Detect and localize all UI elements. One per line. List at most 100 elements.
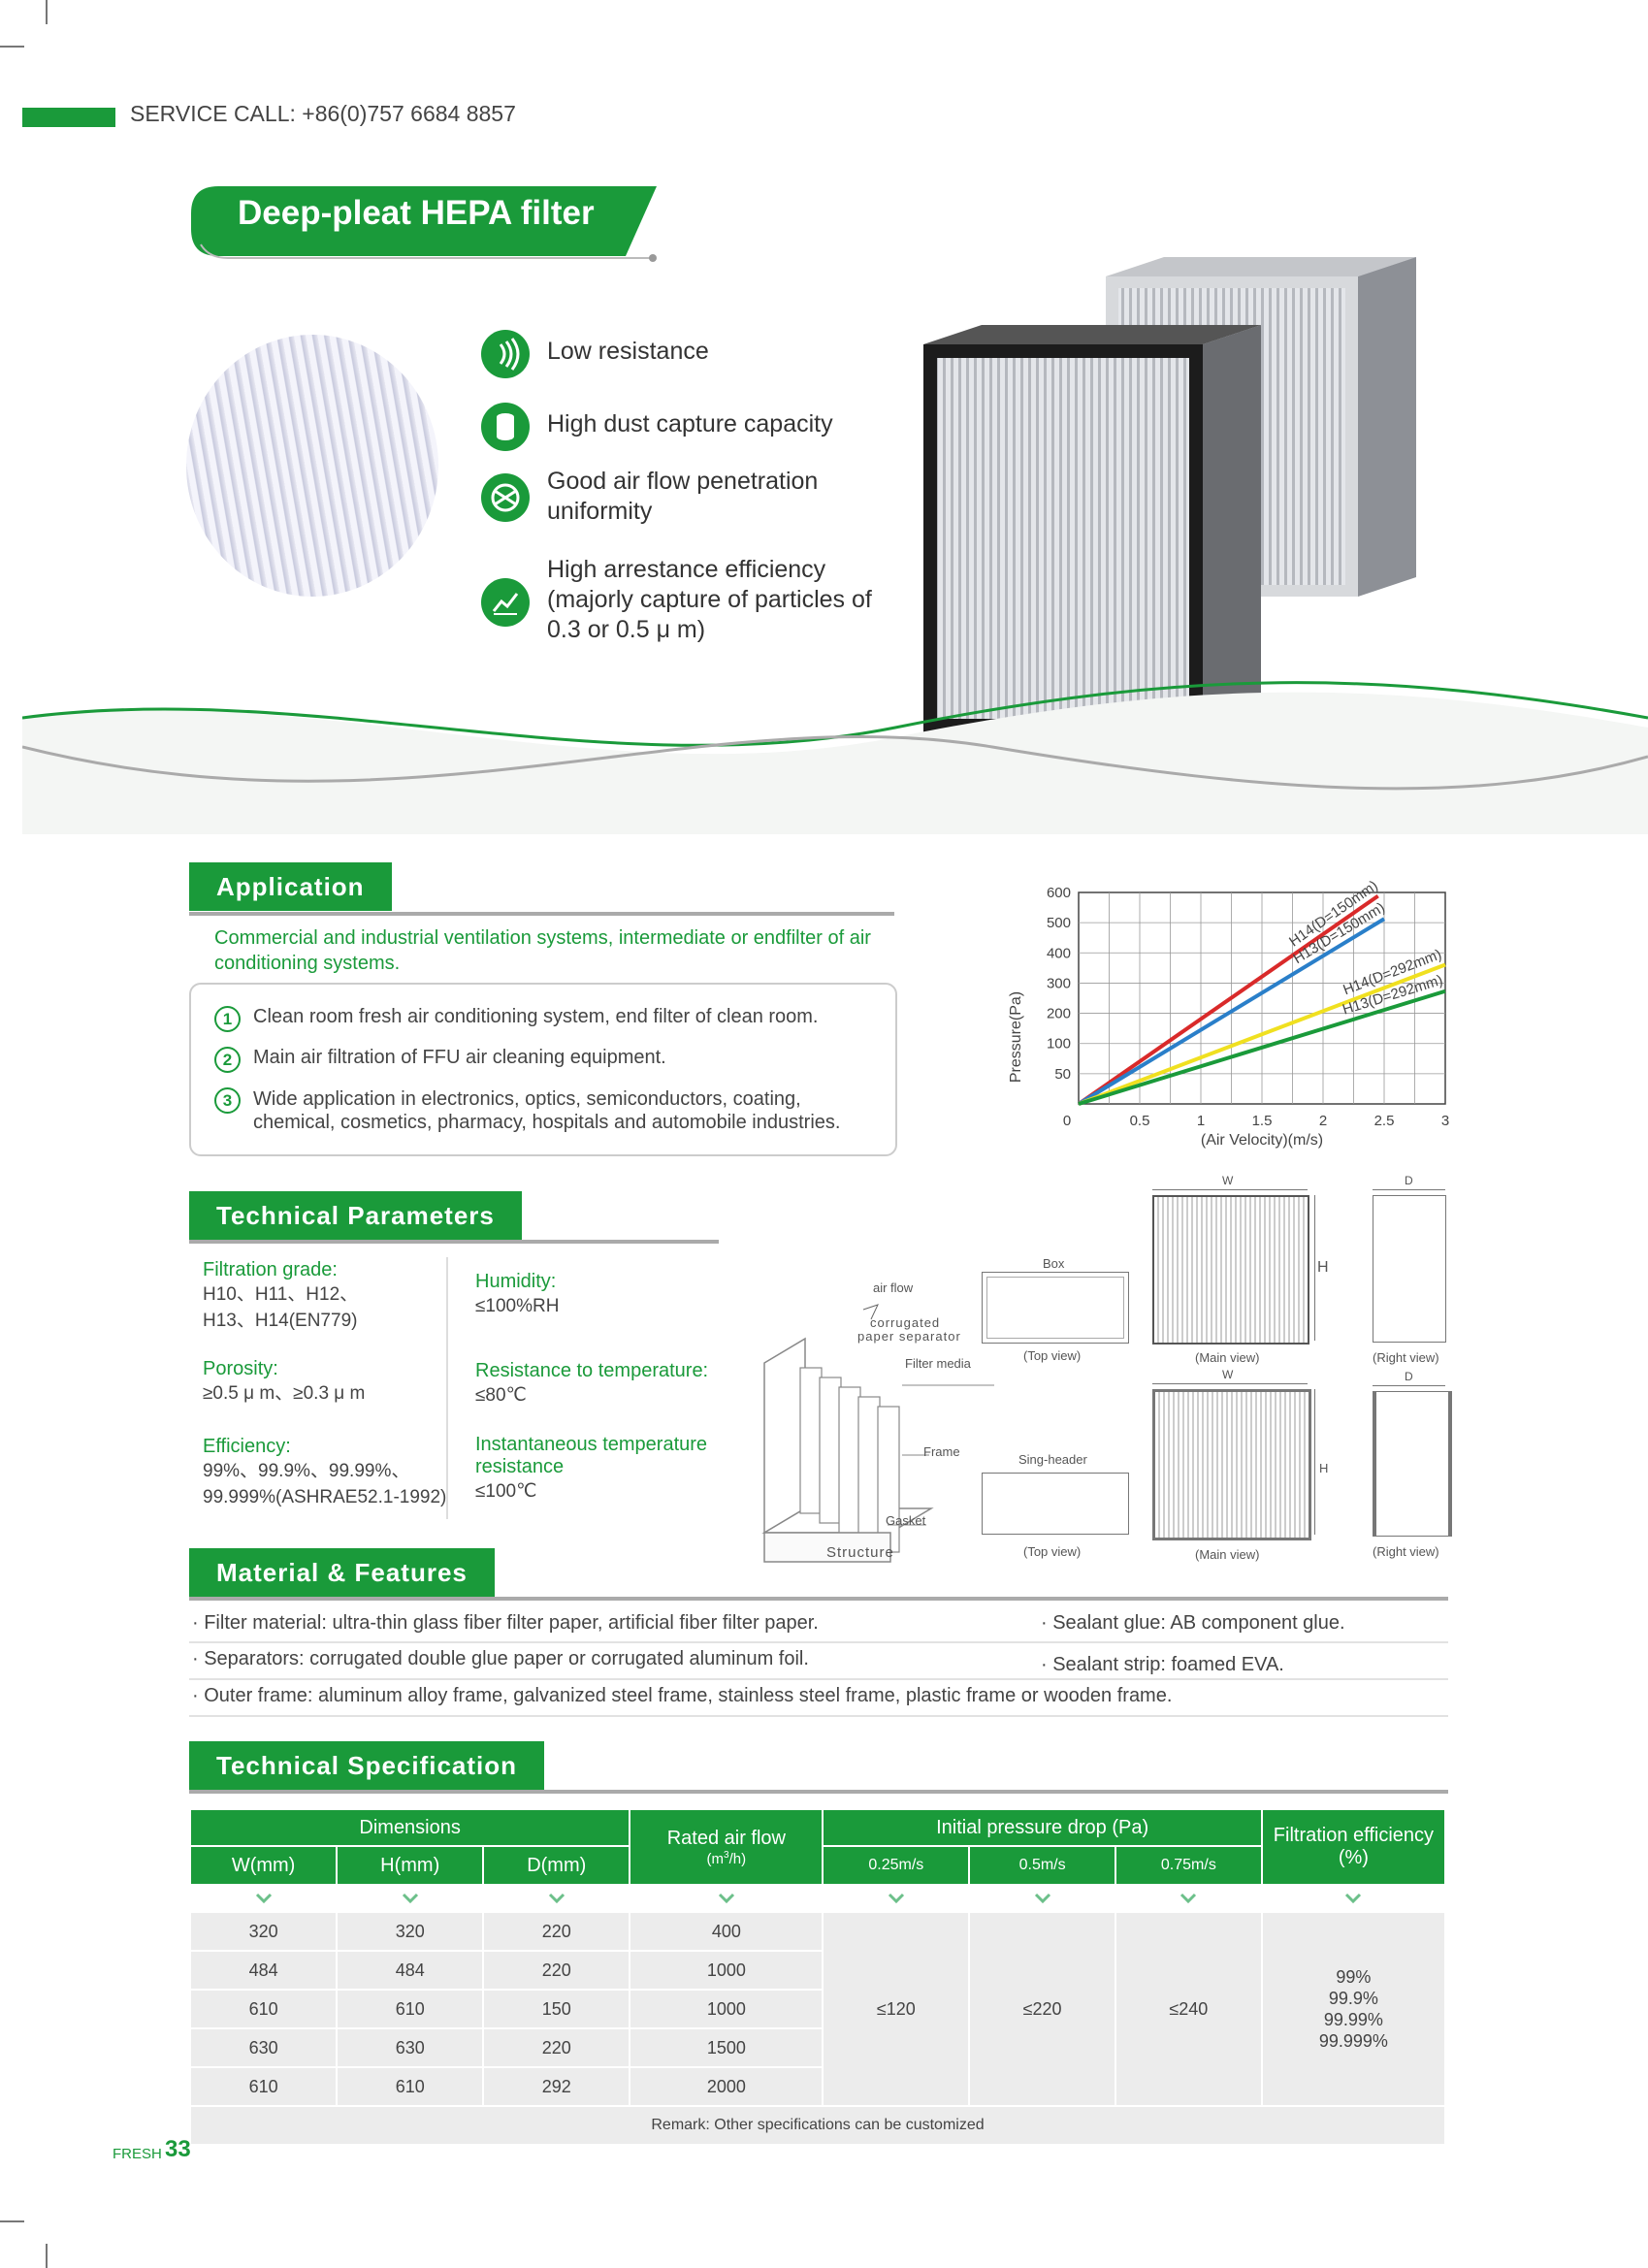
rated-air-flow-label: Rated air flow <box>666 1827 786 1849</box>
chevron-down-icon <box>970 1884 1115 1913</box>
y-tick-label: 500 <box>1047 915 1071 931</box>
application-list-box <box>189 983 897 1156</box>
x-tick-label: 0.5 <box>1130 1113 1150 1129</box>
param-label: Porosity: <box>203 1358 278 1379</box>
feature-text: Low resistance <box>547 338 709 365</box>
chevron-down-icon <box>630 1884 822 1913</box>
page-title: Deep-pleat HEPA filter <box>238 194 595 232</box>
dimension-line-h <box>1314 1195 1315 1341</box>
diagram-label: D <box>1405 1370 1413 1383</box>
chevron-down-icon <box>1263 1884 1444 1913</box>
row-divider <box>189 1678 1448 1680</box>
service-call: SERVICE CALL: +86(0)757 6684 8857 <box>130 101 516 126</box>
cell-air-flow: 1500 <box>630 2029 823 2068</box>
param-value: H10、H11、H12、 <box>203 1284 359 1305</box>
diagram-label: air flow <box>873 1280 914 1295</box>
param-value: ≥0.5 μ m、≥0.3 μ m <box>203 1383 366 1404</box>
dimension-line-w <box>1152 1383 1308 1384</box>
list-number-badge: 1 <box>214 1006 241 1032</box>
box-right-view <box>1373 1195 1446 1343</box>
crop-mark <box>46 2244 48 2268</box>
feature-text: High dust capture capacity <box>547 410 833 437</box>
param-filtration-grade: Filtration grade: H10、H11、H12、 H13、H14(E… <box>203 1259 358 1334</box>
diagram-label: Gasket <box>886 1513 926 1528</box>
cell-h: 610 <box>338 2068 483 2105</box>
diagram-label: corrugated <box>870 1315 941 1330</box>
cell-pressure-drop-1: ≤120 <box>824 1913 969 2105</box>
dimension-line-h <box>1314 1389 1315 1535</box>
param-label: Instantaneous temperature resistance <box>475 1434 708 1477</box>
cylinder-icon <box>481 403 530 451</box>
material-item: · Sealant strip: foamed EVA. <box>1041 1654 1284 1675</box>
cell-h: 484 <box>338 1952 483 1991</box>
material-item: · Outer frame: aluminum alloy frame, gal… <box>192 1685 1173 1706</box>
header-d: D(mm) <box>484 1847 630 1884</box>
table-row: 610 610 150 1000 <box>191 1991 1444 2029</box>
diagram-label: (Right view) <box>1373 1350 1439 1365</box>
sing-header-right-view <box>1373 1391 1452 1537</box>
efficiency-value: 99% <box>1336 1967 1372 1987</box>
airflow-icon <box>481 473 530 522</box>
section-divider <box>189 912 894 916</box>
x-tick-label: 1 <box>1197 1113 1205 1129</box>
cell-d: 150 <box>484 1991 630 2029</box>
diagram-label: (Main view) <box>1195 1350 1260 1365</box>
diagram-label: Box <box>1043 1256 1065 1271</box>
diagram-label: Structure <box>826 1544 894 1561</box>
cell-air-flow: 1000 <box>630 1991 823 2029</box>
x-tick-label: 3 <box>1441 1113 1449 1129</box>
x-axis-label: (Air Velocity)(m/s) <box>1201 1132 1323 1149</box>
application-item: Wide application in electronics, optics,… <box>253 1088 841 1133</box>
table-row: 610 610 292 2000 <box>191 2068 1444 2105</box>
param-label: Filtration grade: <box>203 1259 338 1280</box>
spec-header-row: Dimensions Rated air flow (m3/h) Initial… <box>191 1810 1444 1884</box>
material-item: · Separators: corrugated double glue pap… <box>192 1648 809 1669</box>
low-resistance-icon <box>481 330 530 378</box>
param-label: Efficiency: <box>203 1436 291 1457</box>
diagram-label: Frame <box>923 1444 960 1459</box>
efficiency-chart-icon <box>481 578 530 627</box>
dimension-line-w <box>1152 1189 1308 1190</box>
diagram-label: H <box>1319 1461 1329 1475</box>
flow-unit-sup: 3 <box>724 1849 729 1861</box>
cell-pressure-drop-2: ≤220 <box>970 1913 1115 2105</box>
chevron-down-icon <box>1116 1884 1261 1913</box>
diagram-label: W <box>1222 1174 1234 1187</box>
diagram-label: H <box>1317 1259 1329 1276</box>
crop-mark <box>46 0 48 24</box>
header-v1: 0.25m/s <box>824 1847 969 1884</box>
box-top-view <box>982 1272 1129 1344</box>
series-line <box>1078 962 1446 1106</box>
y-axis-label: Pressure(Pa) <box>1008 991 1024 1083</box>
y-tick-label: 200 <box>1047 1006 1071 1022</box>
title-badge-shape <box>191 186 657 262</box>
diagram-label: Sing-header <box>1018 1452 1087 1467</box>
list-number-badge: 2 <box>214 1047 241 1073</box>
sing-header-top-view <box>982 1473 1129 1535</box>
y-tick-label: 50 <box>1054 1066 1071 1083</box>
x-tick-label: 0 <box>1063 1113 1071 1129</box>
cell-air-flow: 2000 <box>630 2068 823 2105</box>
spec-heading: Technical Specification <box>189 1741 545 1790</box>
spec-table: Dimensions Rated air flow (m3/h) Initial… <box>189 1810 1446 2144</box>
param-temperature: Resistance to temperature: ≤80℃ <box>475 1360 708 1409</box>
param-label: Humidity: <box>475 1271 557 1292</box>
crop-mark <box>0 46 24 48</box>
table-row: 320 320 220 400 ≤120 ≤220 ≤240 99% 99.9%… <box>191 1913 1444 2105</box>
y-tick-label: 400 <box>1047 945 1071 961</box>
remark-row: Remark: Other specifications can be cust… <box>191 2105 1444 2144</box>
footer-brand: FRESH <box>113 2146 162 2162</box>
param-value: H13、H14(EN779) <box>203 1311 358 1331</box>
series-line <box>1077 917 1386 1106</box>
cell-air-flow: 400 <box>630 1913 823 1952</box>
flow-unit: (m3/h) <box>631 1850 821 1867</box>
tech-params-heading: Technical Parameters <box>189 1191 522 1240</box>
cell-w: 484 <box>191 1952 337 1991</box>
spec-subheader-row: W(mm) H(mm) D(mm) 0.25m/s 0.5m/s 0.75m/s <box>191 1847 1444 1884</box>
row-divider <box>189 1641 1448 1643</box>
dimension-line-d <box>1373 1189 1445 1190</box>
feature-text: Good air flow penetration uniformity <box>547 468 819 525</box>
chevron-down-icon <box>338 1884 482 1913</box>
section-divider <box>189 1597 1448 1601</box>
